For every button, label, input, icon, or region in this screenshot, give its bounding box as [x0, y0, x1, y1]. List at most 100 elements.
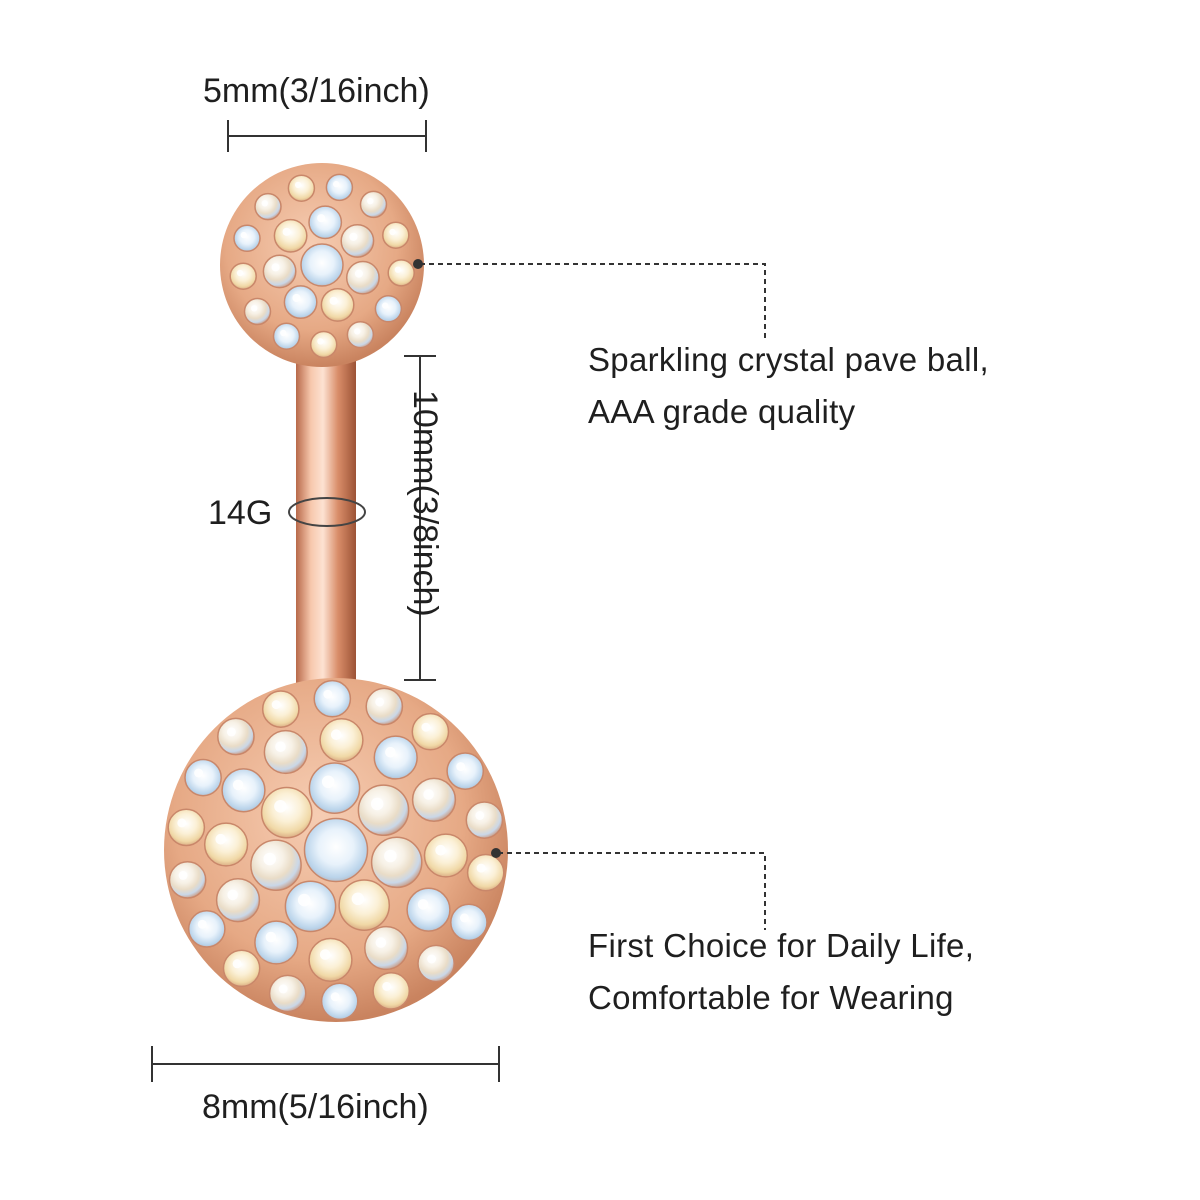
crystal-gem	[387, 259, 415, 287]
crystal-gem	[345, 260, 380, 295]
crystal-sparkle	[323, 689, 333, 699]
crystal-sparkle	[423, 789, 434, 800]
crystal-sparkle	[329, 296, 338, 305]
crystal-sparkle	[319, 949, 331, 960]
crystal-gem	[268, 974, 307, 1013]
crystal-gem	[262, 254, 297, 289]
crystal-gem	[313, 679, 352, 718]
crystal-gem	[365, 687, 404, 726]
crystal-gem	[243, 297, 272, 326]
crystal-sparkle	[317, 338, 324, 345]
bottom-description-line-1: First Choice for Daily Life,	[588, 927, 975, 964]
crystal-gem	[260, 786, 313, 839]
bar-length-dimension	[404, 355, 436, 681]
crystal-sparkle	[375, 937, 387, 948]
top-description-line-1: Sparkling crystal pave ball,	[588, 341, 989, 378]
crystal-sparkle	[271, 263, 280, 272]
crystal-sparkle	[459, 913, 469, 923]
crystal-gem	[338, 879, 391, 931]
crystal-gem	[272, 322, 301, 350]
crystal-gem	[372, 972, 411, 1010]
crystal-gem	[221, 768, 266, 813]
crystal-gem	[187, 910, 226, 948]
crystal-sparkle	[354, 328, 361, 335]
crystal-gem	[283, 285, 318, 320]
crystal-gem	[357, 784, 410, 837]
bottom-crystal-ball	[164, 678, 508, 1022]
crystal-gem	[370, 836, 423, 889]
crystal-sparkle	[197, 919, 207, 929]
crystal-sparkle	[226, 727, 236, 737]
gauge-label: 14G	[208, 494, 273, 532]
crystal-gem	[309, 330, 338, 359]
bottom-ball-description: First Choice for Daily Life, Comfortable…	[588, 920, 974, 1024]
crystal-sparkle	[385, 746, 396, 758]
crystal-gem	[466, 853, 505, 892]
crystal-sparkle	[232, 779, 244, 791]
crystal-gem	[229, 262, 257, 290]
crystal-sparkle	[232, 959, 242, 969]
crystal-gem	[168, 861, 207, 899]
bottom-description-line-2: Comfortable for Wearing	[588, 979, 954, 1016]
crystal-gem	[382, 221, 410, 249]
crystal-sparkle	[194, 768, 204, 778]
top-callout-line	[420, 263, 766, 340]
crystal-gem	[222, 949, 261, 988]
top-width-dimension	[227, 120, 427, 152]
crystal-sparkle	[435, 844, 446, 856]
crystal-gem	[250, 839, 302, 892]
crystal-gem	[423, 833, 469, 878]
crystal-gem	[406, 887, 451, 932]
crystal-sparkle	[384, 849, 397, 863]
crystal-sparkle	[367, 197, 374, 205]
crystal-sparkle	[321, 775, 335, 789]
crystal-gem	[215, 878, 261, 923]
crystal-gem	[320, 982, 359, 1021]
crystal-gem	[184, 758, 222, 797]
top-crystal-ball	[220, 163, 424, 367]
crystal-gem	[411, 712, 450, 751]
bottom-callout-line	[498, 852, 766, 930]
top-ball-description: Sparkling crystal pave ball, AAA grade q…	[588, 334, 989, 438]
crystal-sparkle	[370, 797, 384, 811]
crystal-sparkle	[227, 889, 238, 901]
crystal-gem	[300, 243, 344, 287]
crystal-gem	[340, 223, 375, 258]
crystal-gem	[308, 205, 343, 240]
crystal-gem	[254, 920, 299, 965]
crystal-gem	[320, 287, 355, 322]
crystal-sparkle	[274, 800, 287, 813]
crystal-sparkle	[382, 302, 389, 309]
crystal-gem	[411, 777, 457, 822]
crystal-sparkle	[349, 232, 358, 241]
crystal-sparkle	[263, 852, 277, 866]
barbell-bar	[296, 330, 356, 700]
crystal-gem	[308, 762, 361, 814]
crystal-gem	[417, 944, 455, 983]
top-description-line-2: AAA grade quality	[588, 393, 856, 430]
crystal-sparkle	[475, 811, 485, 820]
crystal-gem	[261, 690, 300, 728]
crystal-gem	[233, 224, 261, 253]
crystal-sparkle	[236, 269, 244, 277]
crystal-sparkle	[330, 729, 342, 740]
crystal-sparkle	[265, 931, 277, 943]
crystal-sparkle	[476, 863, 486, 873]
crystal-gem	[359, 190, 388, 219]
crystal-sparkle	[382, 981, 392, 991]
crystal-sparkle	[427, 954, 437, 964]
crystal-gem	[346, 320, 375, 349]
crystal-gem	[284, 880, 337, 933]
crystal-sparkle	[261, 200, 268, 207]
crystal-gem	[217, 717, 255, 756]
crystal-gem	[303, 817, 369, 883]
crystal-sparkle	[297, 893, 311, 907]
crystal-gem	[364, 925, 409, 971]
crystal-gem	[203, 822, 249, 867]
crystal-gem	[446, 752, 485, 790]
bottom-ball-size-label: 8mm(5/16inch)	[202, 1088, 429, 1126]
crystal-sparkle	[333, 180, 340, 188]
crystal-sparkle	[240, 231, 247, 239]
